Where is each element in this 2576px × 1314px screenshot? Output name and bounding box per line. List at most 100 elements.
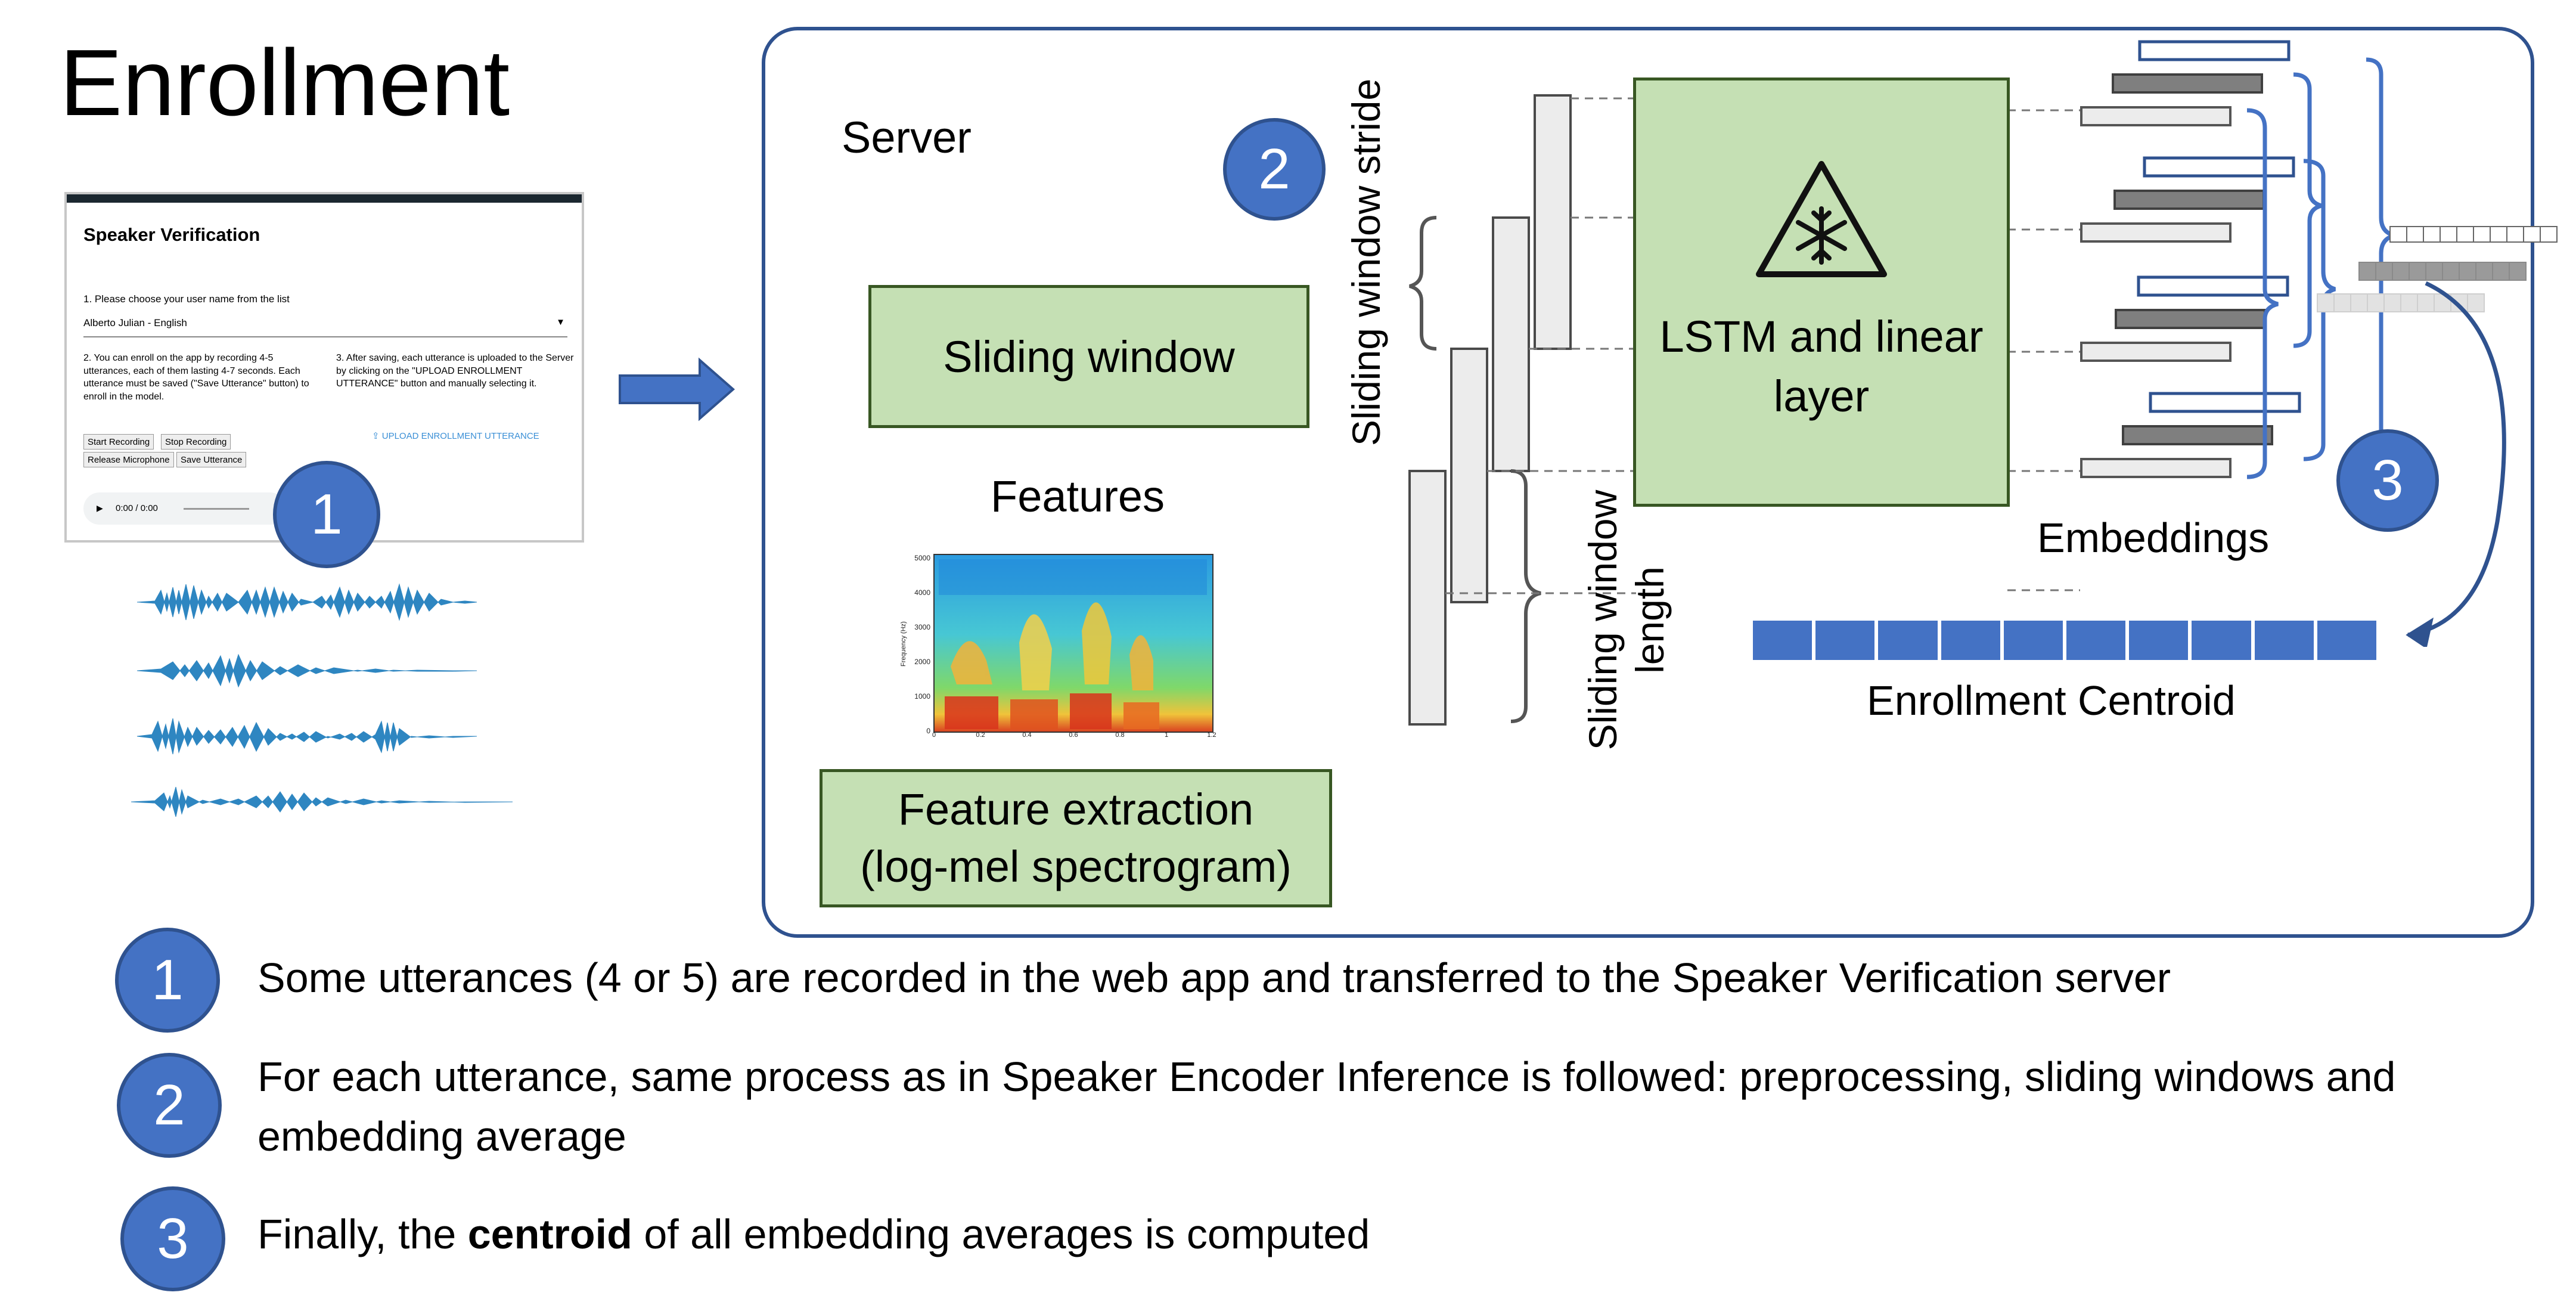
spectrogram-plot: 5000 4000 3000 2000 1000 0 0 0.2 0.4 0.6…: [900, 554, 1216, 739]
spec-xtick: 1: [1165, 732, 1168, 738]
legend-text-1: Some utterances (4 or 5) are recorded in…: [257, 954, 2171, 1001]
sliding-window-label: Sliding window: [943, 331, 1235, 382]
page-title: Enrollment: [60, 30, 510, 135]
embedding-vector: [2138, 40, 2291, 61]
app-topbar: [67, 194, 582, 203]
spec-xtick: 0.6: [1069, 732, 1078, 738]
save-utterance-button[interactable]: Save Utterance: [176, 452, 247, 467]
step-marker-3: 3: [2336, 429, 2439, 532]
step-marker-2: 2: [1223, 118, 1326, 221]
centroid-cell: [1939, 619, 2002, 662]
spec-xtick: 0.8: [1115, 732, 1124, 738]
window-frame: [1450, 348, 1488, 603]
window-frame: [1534, 94, 1572, 350]
play-icon[interactable]: ▶: [97, 503, 103, 513]
embedding-vector: [2122, 425, 2273, 445]
centroid-cell: [2315, 619, 2379, 662]
spec-ytick: 5000: [914, 554, 930, 562]
start-recording-button[interactable]: Start Recording: [83, 434, 154, 450]
spec-yaxis-label: Frequency (Hz): [900, 621, 907, 667]
embeddings-label: Embeddings: [2037, 515, 2270, 561]
spec-xtick: 0.2: [976, 732, 985, 738]
stop-recording-button[interactable]: Stop Recording: [161, 434, 231, 450]
upload-enrollment-button[interactable]: ⇪ UPLOAD ENROLLMENT UTTERANCE: [372, 430, 539, 441]
user-select[interactable]: Alberto Julian - English ▼: [83, 317, 567, 337]
legend-text-3-bold: centroid: [467, 1211, 632, 1257]
window-frame: [1408, 470, 1447, 726]
centroid-cell: [2065, 619, 2128, 662]
enrollment-centroid-vector: [1751, 619, 2379, 662]
upload-label: UPLOAD ENROLLMENT UTTERANCE: [381, 431, 539, 441]
embedding-vector: [2143, 156, 2295, 178]
legend-text-3-prefix: Finally, the: [257, 1211, 468, 1257]
embedding-vector: [2080, 222, 2232, 243]
spec-ytick: 4000: [914, 588, 930, 597]
spectrogram: 5000 4000 3000 2000 1000 0 0 0.2 0.4 0.6…: [891, 547, 1225, 739]
embedding-vector: [2080, 458, 2232, 478]
embeddings-diagram: [2080, 40, 2558, 647]
centroid-arrow: [2407, 281, 2506, 637]
spec-ytick: 3000: [914, 623, 930, 631]
centroid-cell: [2001, 619, 2065, 662]
centroid-cell: [1751, 619, 1814, 662]
snowflake-warning-icon: [1756, 161, 1887, 278]
lstm-linear-layer-box: LSTM and linear layer: [1633, 78, 2010, 507]
upload-icon: ⇪: [372, 431, 382, 441]
embedding-vector: [2080, 342, 2232, 362]
window-frame: [1492, 216, 1530, 472]
spec-xtick: 1.2: [1207, 732, 1216, 738]
centroid-cell: [1814, 619, 1877, 662]
waveforms: [131, 583, 513, 817]
sliding-window-box: Sliding window: [868, 285, 1309, 428]
sliding-window-diagram: [1408, 94, 2080, 726]
stride-brace: [1409, 216, 1437, 351]
server-label: Server: [842, 113, 972, 162]
audio-progress-track[interactable]: [184, 508, 249, 510]
sliding-window-stride-label: Sliding window stride: [1344, 78, 1388, 447]
app-title: Speaker Verification: [83, 224, 260, 245]
release-microphone-button[interactable]: Release Microphone: [83, 452, 174, 467]
legend-marker-1: 1: [115, 928, 220, 1033]
user-select-value: Alberto Julian - English: [83, 317, 187, 328]
legend-marker-2: 2: [117, 1053, 222, 1158]
embeddings-brace: [2246, 108, 2279, 479]
length-label-line1: Sliding window: [1581, 489, 1625, 751]
lstm-label-line1: LSTM and linear: [1659, 312, 1984, 362]
embedding-vector: [2113, 190, 2265, 210]
chevron-down-icon: ▼: [556, 317, 565, 327]
legend-text-2-line1: For each utterance, same process as in S…: [257, 1053, 2396, 1100]
legend-marker-3: 3: [120, 1186, 225, 1291]
feature-extraction-line2: (log-mel spectrogram): [860, 842, 1292, 891]
spec-xtick: 0: [932, 732, 936, 738]
step-marker-1: 1: [273, 461, 380, 568]
app-step1-text: 1. Please choose your user name from the…: [83, 293, 290, 305]
app-step2-text: 2. You can enroll on the app by recordin…: [83, 353, 309, 402]
features-label: Features: [991, 472, 1165, 521]
feature-extraction-line1: Feature extraction: [898, 784, 1254, 834]
embedding-vector: [2115, 309, 2266, 329]
length-brace: [1510, 469, 1541, 723]
audio-player[interactable]: ▶ 0:00 / 0:00: [83, 492, 286, 525]
app-step3-text: 3. After saving, each utterance is uploa…: [336, 353, 574, 389]
embedding-vector: [2137, 275, 2289, 297]
centroid-cell: [2190, 619, 2253, 662]
embedding-vector: [2080, 106, 2232, 126]
length-label-line2: length: [1628, 566, 1672, 674]
legend-text-3-suffix: of all embedding averages is computed: [632, 1211, 1370, 1257]
audio-time: 0:00 / 0:00: [116, 503, 158, 513]
spec-xtick: 0.4: [1022, 732, 1031, 738]
feature-extraction-box: Feature extraction (log-mel spectrogram): [820, 769, 1332, 907]
sliding-window-length-label: Sliding window length: [1579, 465, 1687, 775]
server-box: [762, 27, 2534, 938]
enrollment-centroid-label: Enrollment Centroid: [1867, 677, 2236, 724]
flow-arrow: [619, 357, 735, 422]
legend-text-2-line2: embedding average: [257, 1113, 626, 1160]
embeddings-brace: [2366, 57, 2395, 461]
centroid-cell: [2252, 619, 2316, 662]
embedding-vector: [2149, 392, 2301, 413]
lstm-label-line2: layer: [1773, 371, 1870, 421]
spec-ytick: 1000: [914, 692, 930, 701]
centroid-cell: [2127, 619, 2190, 662]
spec-ytick: 0: [926, 727, 930, 735]
spec-ytick: 2000: [914, 658, 930, 666]
